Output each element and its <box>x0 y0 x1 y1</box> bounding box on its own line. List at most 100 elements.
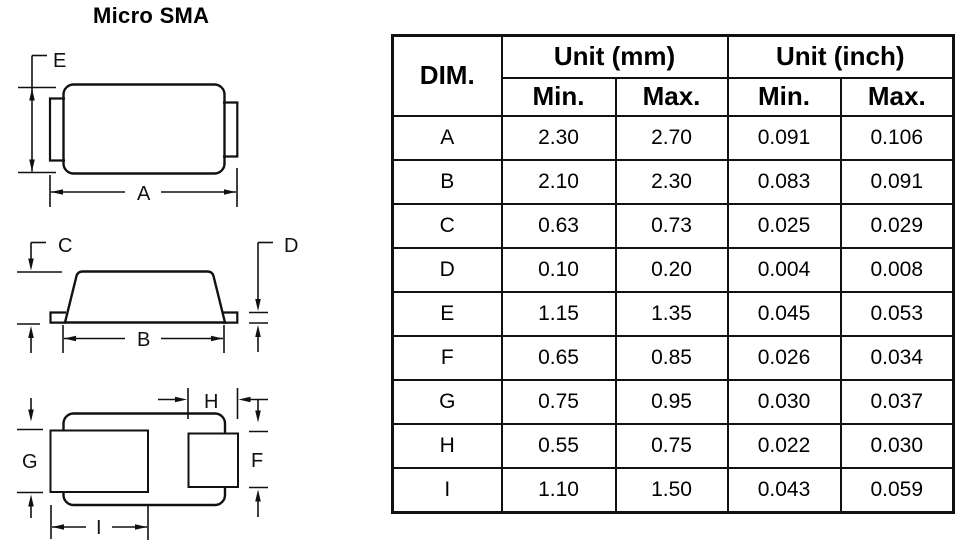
mm-max-cell: 2.70 <box>614 114 729 161</box>
table-row: I 1.10 1.50 0.043 0.059 <box>391 466 955 513</box>
dim-cell: A <box>391 114 503 161</box>
arrowhead-down <box>255 299 261 311</box>
table-row: C 0.63 0.73 0.025 0.029 <box>391 202 955 249</box>
col-header-dim: DIM. <box>391 34 503 117</box>
arrowhead-up <box>28 326 34 338</box>
arrowhead-left <box>64 335 76 342</box>
table-row: D 0.10 0.20 0.004 0.008 <box>391 246 955 293</box>
inch-max-cell: 0.029 <box>839 202 955 249</box>
table-row: A 2.30 2.70 0.091 0.106 <box>391 114 955 161</box>
col-header-unit-mm: Unit (mm) <box>500 34 729 79</box>
col-header-unit-inch: Unit (inch) <box>726 34 955 79</box>
arrowhead-right <box>224 189 236 195</box>
mm-max-cell: 0.20 <box>614 246 729 293</box>
inch-min-cell: 0.026 <box>726 334 842 381</box>
dim-cell: F <box>391 334 503 381</box>
mm-max-cell: 0.73 <box>614 202 729 249</box>
arrowhead-down <box>28 409 34 422</box>
inch-max-cell: 0.037 <box>839 378 955 425</box>
inch-min-cell: 0.025 <box>726 202 842 249</box>
inch-max-cell: 0.059 <box>839 466 955 513</box>
right-pad <box>187 432 239 488</box>
table-row: E 1.15 1.35 0.045 0.053 <box>391 290 955 337</box>
mm-max-cell: 1.50 <box>614 466 729 513</box>
table-row: H 0.55 0.75 0.022 0.030 <box>391 422 955 469</box>
dimension-c: C <box>17 235 72 353</box>
table-row: G 0.75 0.95 0.030 0.037 <box>391 378 955 425</box>
dim-label-c: C <box>58 235 72 257</box>
arrowhead-left <box>238 396 251 403</box>
bottom-view-drawing: H G F <box>17 388 268 540</box>
dim-cell: E <box>391 290 503 337</box>
arrowhead-right <box>211 335 223 342</box>
mm-min-cell: 2.30 <box>500 114 617 161</box>
dim-label-e: E <box>53 50 66 72</box>
arrowhead-down <box>255 410 261 423</box>
page-title: Micro SMA <box>93 3 210 28</box>
dim-cell: G <box>391 378 503 425</box>
arrowhead-down <box>28 258 34 271</box>
arrowhead-up <box>255 325 261 337</box>
dimension-i: I <box>50 505 149 540</box>
inch-max-cell: 0.091 <box>839 158 955 205</box>
col-header-inch-min: Min. <box>726 76 842 117</box>
dim-label-a: A <box>137 183 151 205</box>
mm-min-cell: 0.55 <box>500 422 617 469</box>
inch-min-cell: 0.004 <box>726 246 842 293</box>
dimension-d: D <box>249 235 298 352</box>
inch-min-cell: 0.091 <box>726 114 842 161</box>
inch-min-cell: 0.045 <box>726 290 842 337</box>
mm-max-cell: 0.75 <box>614 422 729 469</box>
inch-max-cell: 0.053 <box>839 290 955 337</box>
package-body-top-view <box>62 83 226 175</box>
dim-cell: I <box>391 466 503 513</box>
mm-max-cell: 2.30 <box>614 158 729 205</box>
dimension-g: G <box>17 398 43 518</box>
mm-min-cell: 1.15 <box>500 290 617 337</box>
table-row: B 2.10 2.30 0.083 0.091 <box>391 158 955 205</box>
arrowhead-right <box>135 524 147 530</box>
dimension-b: B <box>62 325 225 353</box>
arrowhead-down <box>29 159 35 172</box>
dim-label-h: H <box>204 391 218 413</box>
side-view-drawing: C D B <box>17 235 298 353</box>
left-terminal-tab <box>48 97 65 162</box>
dim-label-f: F <box>251 450 263 472</box>
package-body-side-view <box>63 270 227 324</box>
left-lead-side <box>49 311 66 324</box>
dimension-f: F <box>249 399 268 517</box>
col-header-mm-max: Max. <box>614 76 729 117</box>
dimension-a: A <box>49 168 238 207</box>
right-terminal-tab <box>223 101 239 158</box>
dim-cell: B <box>391 158 503 205</box>
dim-cell: H <box>391 422 503 469</box>
dim-label-d: D <box>284 235 298 257</box>
right-lead-side <box>222 311 239 324</box>
inch-max-cell: 0.034 <box>839 334 955 381</box>
table-row: F 0.65 0.85 0.026 0.034 <box>391 334 955 381</box>
mm-min-cell: 0.10 <box>500 246 617 293</box>
arrowhead-up <box>29 88 35 101</box>
mm-max-cell: 0.85 <box>614 334 729 381</box>
dim-cell: C <box>391 202 503 249</box>
arrowhead-left <box>51 189 63 195</box>
inch-min-cell: 0.030 <box>726 378 842 425</box>
inch-max-cell: 0.030 <box>839 422 955 469</box>
left-pad <box>49 429 149 493</box>
col-header-inch-max: Max. <box>839 76 955 117</box>
dimension-table: DIM. Unit (mm) Unit (inch) Min. Max. Min… <box>391 34 956 514</box>
mm-min-cell: 0.75 <box>500 378 617 425</box>
mm-min-cell: 0.65 <box>500 334 617 381</box>
inch-max-cell: 0.106 <box>839 114 955 161</box>
inch-min-cell: 0.022 <box>726 422 842 469</box>
arrowhead-right <box>175 396 187 403</box>
arrowhead-up <box>255 489 261 502</box>
arrowhead-left <box>52 524 64 530</box>
dim-label-b: B <box>137 329 150 351</box>
mm-min-cell: 2.10 <box>500 158 617 205</box>
inch-min-cell: 0.083 <box>726 158 842 205</box>
dimension-e: E <box>18 50 66 174</box>
dim-cell: D <box>391 246 503 293</box>
inch-min-cell: 0.043 <box>726 466 842 513</box>
